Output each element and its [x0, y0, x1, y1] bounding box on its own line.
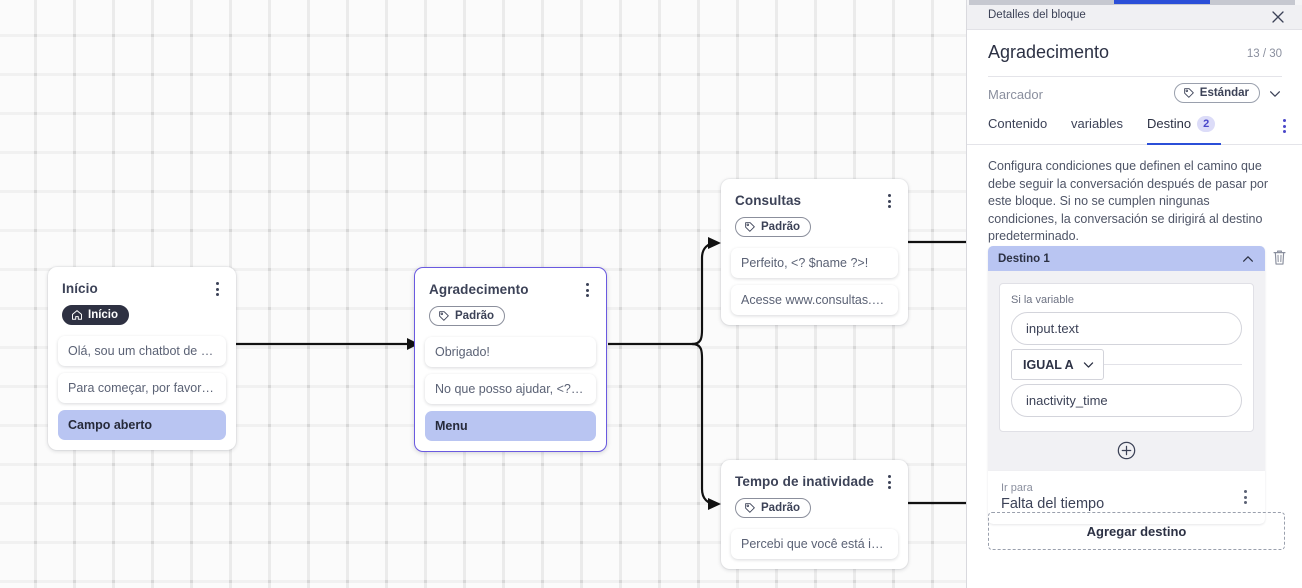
node-menu-button[interactable]	[882, 474, 896, 490]
tab-label: Destino	[1147, 116, 1192, 131]
block-details-panel: Detalles del bloque Agradecimento 13 / 3…	[966, 0, 1302, 588]
chevron-down-icon	[1083, 361, 1093, 368]
panel-progress-fill	[1114, 0, 1210, 4]
node-tag-label: Padrão	[761, 502, 800, 514]
variable-input[interactable]: input.text	[1011, 312, 1242, 345]
condition-box: Si la variable input.text IGUAL A inacti…	[999, 283, 1254, 432]
chevron-up-icon[interactable]	[1241, 253, 1255, 265]
node-title: Tempo de inatividade	[735, 474, 875, 489]
char-counter: 13 / 30	[1246, 48, 1282, 60]
node-messages: Perfeito, <? $name ?>! Acesse www.consul…	[721, 248, 908, 325]
add-destination-label: Agregar destino	[1086, 523, 1187, 539]
node-tag-padrao[interactable]: Padrão	[735, 217, 811, 237]
node-tag-label: Padrão	[761, 221, 800, 233]
node-message[interactable]: Para começar, por favor digite o ...	[58, 373, 226, 403]
node-menu-button[interactable]	[882, 193, 896, 209]
tabs-overflow-menu-button[interactable]	[1277, 118, 1291, 134]
node-title: Início	[62, 281, 98, 296]
condition-label: Si la variable	[1011, 294, 1074, 306]
node-messages: Obrigado! No que posso ajudar, <? $name …	[415, 337, 606, 451]
tag-icon	[1183, 88, 1194, 98]
block-title-row: Agradecimento 13 / 30	[988, 42, 1282, 63]
node-header: Agradecimento Padrão	[415, 268, 606, 337]
page-title: Agradecimento	[988, 42, 1110, 62]
operator-label: IGUAL A	[1023, 357, 1074, 372]
trash-icon[interactable]	[1272, 249, 1287, 266]
divider	[988, 76, 1282, 77]
node-message-highlight[interactable]: Menu	[425, 411, 596, 441]
flow-canvas[interactable]: Início Início Olá, sou um chatbot de tes…	[0, 0, 966, 588]
tag-icon	[745, 222, 755, 232]
add-destination-button[interactable]: Agregar destino	[988, 512, 1285, 550]
close-icon[interactable]	[1270, 9, 1286, 25]
tag-icon	[439, 311, 449, 321]
destination-header[interactable]: Destino 1	[988, 246, 1265, 271]
operator-select[interactable]: IGUAL A	[1011, 349, 1104, 380]
tab-variables[interactable]: variables	[1071, 112, 1123, 145]
panel-body: Agradecimento 13 / 30 Marcador Estándar	[967, 30, 1302, 588]
chevron-down-icon[interactable]	[1268, 88, 1282, 100]
flow-node-inatividade[interactable]: Tempo de inatividade Padrão Percebi que …	[721, 460, 908, 569]
destination-description: Configura condiciones que definen el cam…	[988, 159, 1269, 243]
node-tag-label: Padrão	[455, 310, 494, 322]
marcador-chip-label: Estándar	[1199, 87, 1249, 99]
flow-node-agradecimento[interactable]: Agradecimento Padrão Obrigado! No que po…	[414, 267, 607, 452]
flow-node-consultas[interactable]: Consultas Padrão Perfeito, <? $name ?>! …	[721, 179, 908, 325]
node-header: Consultas Padrão	[721, 179, 908, 248]
goto-value: Falta del tiempo	[1001, 496, 1105, 512]
node-message[interactable]: No que posso ajudar, <? $name ...	[425, 374, 596, 404]
node-message[interactable]: Acesse www.consultas.com par...	[731, 285, 898, 315]
tab-badge-count: 2	[1197, 116, 1216, 132]
node-message[interactable]: Percebi que você está inativo. C...	[731, 529, 898, 559]
home-icon	[72, 310, 82, 320]
add-condition-row	[988, 432, 1265, 471]
goto-menu-button[interactable]	[1238, 489, 1252, 505]
marcador-row: Marcador Estándar	[988, 82, 1282, 108]
goto-card[interactable]: Ir para Falta del tiempo	[988, 471, 1265, 524]
node-tag-padrao[interactable]: Padrão	[429, 306, 505, 326]
flow-node-inicio[interactable]: Início Início Olá, sou um chatbot de tes…	[48, 267, 236, 450]
node-tag-label: Início	[88, 309, 119, 321]
node-menu-button[interactable]	[580, 282, 594, 298]
destination-header-label: Destino 1	[998, 252, 1050, 265]
tab-label: variables	[1071, 116, 1124, 131]
marcador-label: Marcador	[988, 87, 1043, 102]
tab-destino[interactable]: Destino 2	[1147, 112, 1221, 145]
destination-card: Destino 1 Si la variable input.text IGUA…	[988, 246, 1265, 524]
panel-header-title: Detalles del bloque	[988, 9, 1086, 21]
node-message[interactable]: Olá, sou um chatbot de teste!	[58, 336, 226, 366]
plus-circle-icon[interactable]	[1117, 441, 1136, 460]
panel-tabs: Contenido variables Destino 2	[967, 112, 1302, 145]
node-menu-button[interactable]	[210, 281, 224, 297]
tab-label: Contenido	[988, 116, 1048, 131]
node-title: Consultas	[735, 193, 802, 208]
node-header: Início Início	[48, 267, 236, 336]
node-title: Agradecimento	[429, 282, 529, 297]
node-header: Tempo de inatividade Padrão	[721, 460, 908, 529]
panel-header: Detalles del bloque	[967, 5, 1302, 30]
compare-value-input[interactable]: inactivity_time	[1011, 384, 1242, 417]
node-messages: Percebi que você está inativo. C...	[721, 529, 908, 569]
operator-divider	[1011, 364, 1242, 365]
tag-icon	[745, 503, 755, 513]
goto-label: Ir para	[1001, 482, 1033, 494]
marcador-chip[interactable]: Estándar	[1173, 83, 1260, 103]
node-tag-padrao[interactable]: Padrão	[735, 498, 811, 518]
operator-row: IGUAL A	[1011, 349, 1242, 380]
node-message-highlight[interactable]: Campo aberto	[58, 410, 226, 440]
panel-progress-track	[969, 0, 1295, 5]
node-message[interactable]: Perfeito, <? $name ?>!	[731, 248, 898, 278]
node-message[interactable]: Obrigado!	[425, 337, 596, 367]
node-tag-inicio[interactable]: Início	[62, 305, 130, 325]
tab-contenido[interactable]: Contenido	[988, 112, 1047, 145]
node-messages: Olá, sou um chatbot de teste! Para começ…	[48, 336, 236, 450]
